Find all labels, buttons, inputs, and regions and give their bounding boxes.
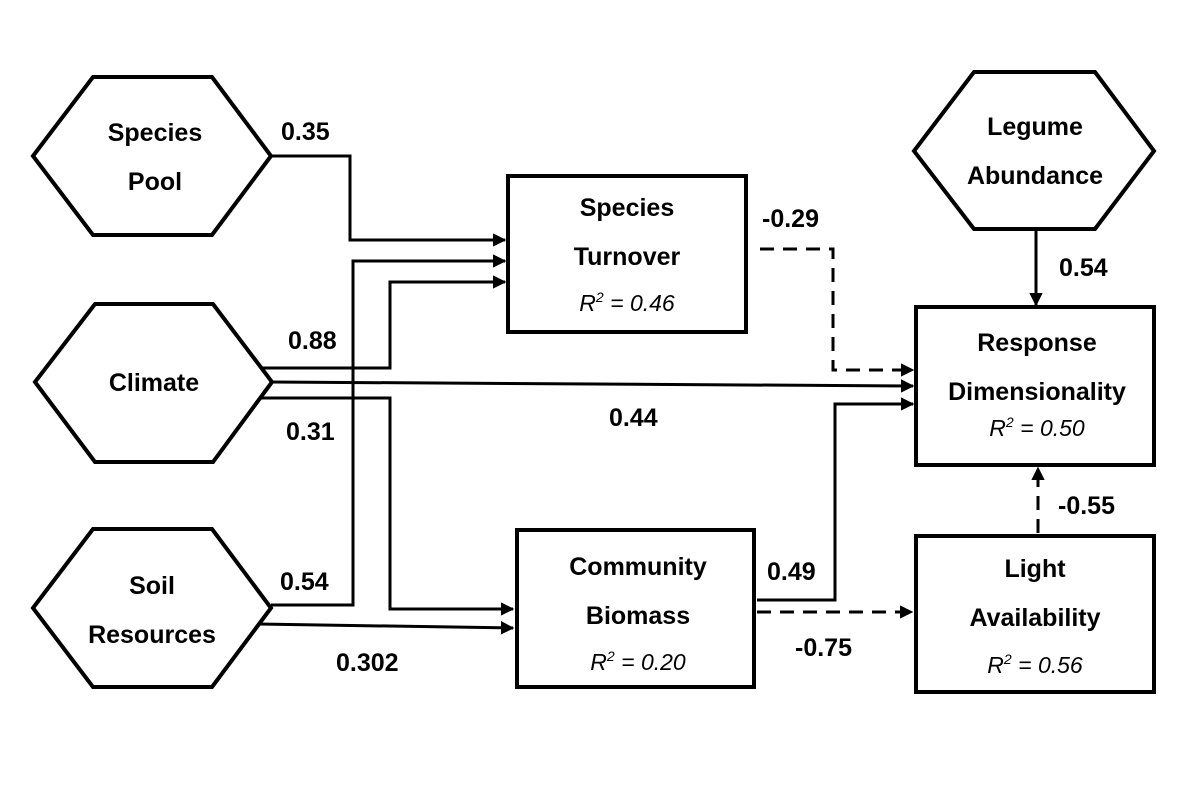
node-title-line: Pool bbox=[128, 168, 182, 196]
node-light-availability: Light Availability R2 = 0.56 bbox=[914, 534, 1156, 694]
node-hexagon bbox=[911, 70, 1157, 231]
node-community-biomass: Community Biomass R2 = 0.20 bbox=[515, 528, 756, 689]
node-title-line: Resources bbox=[88, 621, 216, 649]
path-soil-turnover bbox=[271, 254, 507, 607]
path-biomass-response bbox=[757, 397, 915, 602]
node-title-line: Dimensionality bbox=[948, 378, 1126, 406]
coefficient-label: 0.31 bbox=[286, 418, 335, 446]
coefficients-layer: 0.35 0.88 0.54 -0.29 0.44 0.31 0.302 0.4… bbox=[280, 118, 1115, 677]
node-title-line: Biomass bbox=[586, 602, 690, 630]
coefficient-label: 0.54 bbox=[280, 568, 329, 596]
node-box bbox=[515, 528, 756, 689]
path-turnover-response bbox=[760, 247, 915, 377]
node-title-line: Abundance bbox=[967, 162, 1103, 190]
node-soil-resources: Soil Resources bbox=[30, 527, 274, 689]
node-title-line: Species bbox=[108, 119, 203, 147]
coefficient-label: 0.35 bbox=[281, 118, 330, 146]
coefficient-label: -0.75 bbox=[795, 634, 852, 662]
node-box bbox=[506, 174, 748, 334]
paths-layer bbox=[257, 154, 1045, 635]
node-title-line: Community bbox=[569, 553, 707, 581]
path-climate-turnover bbox=[260, 275, 507, 370]
path-climate-response bbox=[270, 379, 915, 393]
node-hexagon bbox=[30, 527, 274, 689]
r-squared-label: R2 = 0.50 bbox=[989, 414, 1085, 441]
node-title-line: Response bbox=[977, 329, 1097, 357]
node-climate: Climate bbox=[32, 302, 275, 464]
r-squared-label: R2 = 0.20 bbox=[590, 648, 686, 675]
node-box bbox=[914, 305, 1156, 467]
node-legume-abundance: Legume Abundance bbox=[911, 70, 1157, 231]
r-squared-label: R2 = 0.46 bbox=[579, 289, 675, 316]
node-title-line: Soil bbox=[129, 572, 175, 600]
path-soil-biomass bbox=[257, 621, 515, 635]
node-title-line: Turnover bbox=[574, 243, 681, 271]
path-climate-biomass bbox=[260, 396, 515, 616]
coefficient-label: 0.44 bbox=[609, 404, 658, 432]
node-title-line: Light bbox=[1004, 555, 1066, 583]
node-hexagon bbox=[32, 302, 275, 464]
coefficient-label: 0.302 bbox=[336, 649, 399, 677]
node-species-turnover: Species Turnover R2 = 0.46 bbox=[506, 174, 748, 334]
node-title-line: Availability bbox=[969, 604, 1100, 632]
coefficient-label: -0.55 bbox=[1058, 492, 1115, 520]
node-box bbox=[914, 534, 1156, 694]
coefficient-label: 0.88 bbox=[288, 327, 337, 355]
node-hexagon bbox=[30, 75, 274, 237]
node-title-line: Species bbox=[580, 194, 675, 222]
path-pool-turnover bbox=[271, 154, 507, 247]
node-title-line: Climate bbox=[109, 369, 199, 397]
coefficient-label: 0.49 bbox=[767, 558, 816, 586]
r-squared-label: R2 = 0.56 bbox=[987, 651, 1083, 678]
node-species-pool: Species Pool bbox=[30, 75, 274, 237]
node-title-line: Legume bbox=[987, 113, 1083, 141]
coefficient-label: -0.29 bbox=[762, 205, 819, 233]
coefficient-label: 0.54 bbox=[1059, 254, 1108, 282]
node-response-dimensionality: Response Dimensionality R2 = 0.50 bbox=[914, 305, 1156, 467]
